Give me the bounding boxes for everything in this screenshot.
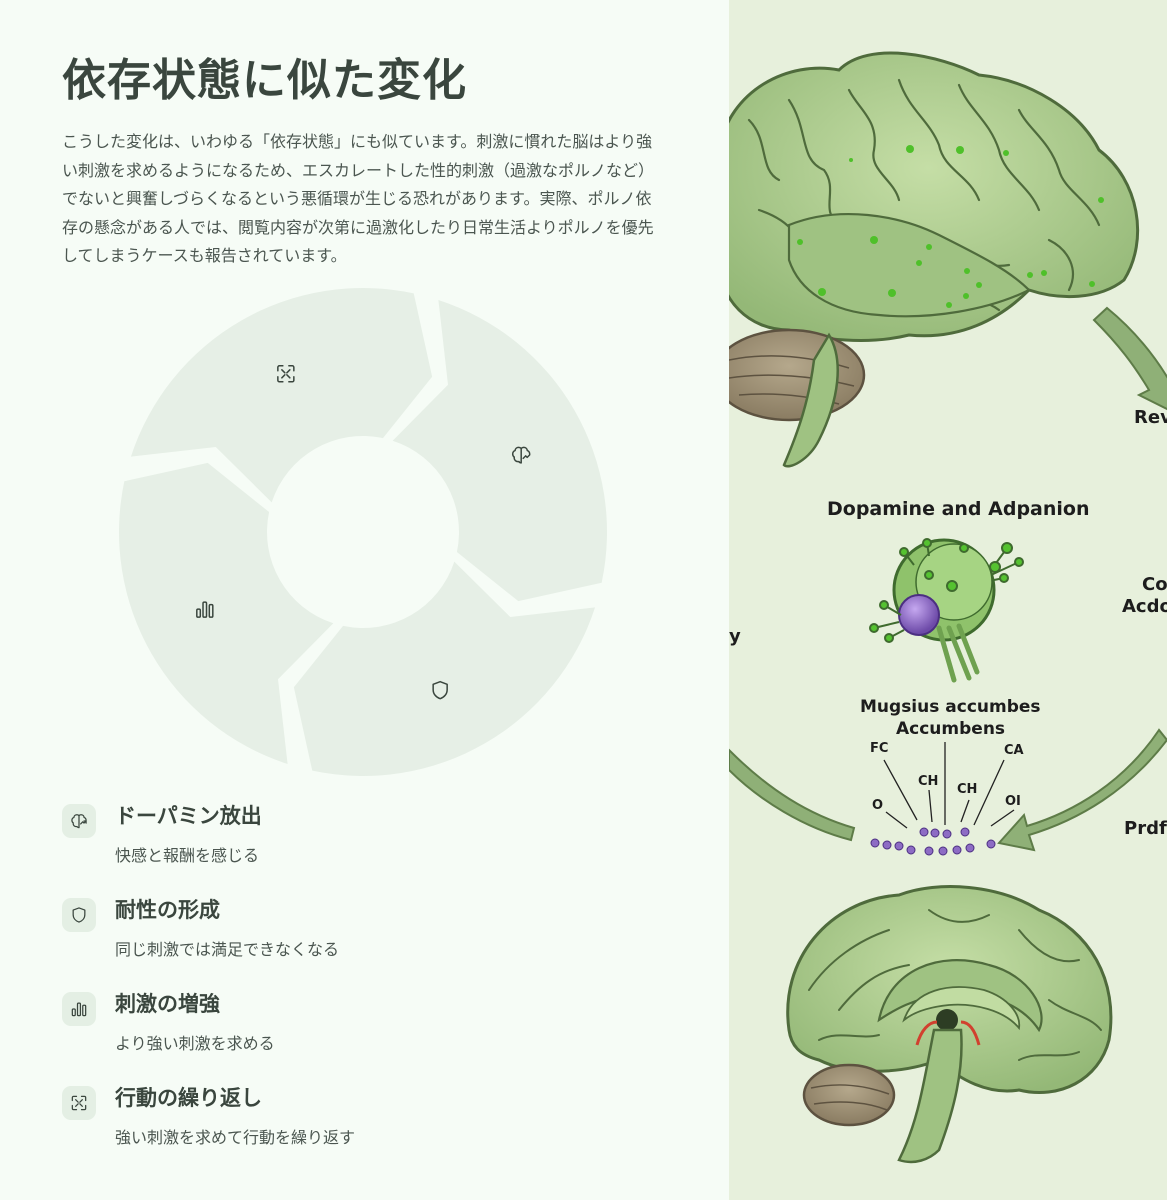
legend-subtitle: 強い刺激を求めて行動を繰り返す — [115, 1128, 356, 1147]
bar-chart-icon — [62, 992, 96, 1026]
dopamine-molecules — [870, 827, 996, 856]
repeat-arrows-icon — [277, 365, 295, 383]
label-prdf: Prdfc — [1124, 818, 1167, 839]
cycle-arrows — [729, 306, 1167, 852]
legend-title: 耐性の形成 — [115, 898, 220, 922]
label-accumbens: Accumbens — [896, 719, 1005, 739]
brain-icon — [511, 446, 531, 464]
legend-item-dopamine: ドーパミン放出 快感と報酬を感じる — [62, 798, 662, 892]
legend-title: 行動の繰り返し — [115, 1086, 262, 1110]
bottom-brain-illustration — [786, 885, 1113, 1164]
legend-title: ドーパミン放出 — [115, 804, 262, 828]
brain-icon — [62, 804, 96, 838]
legend-item-escalation: 刺激の増強 より強い刺激を求める — [62, 986, 662, 1080]
label-acdo: Acdo — [1122, 596, 1167, 617]
label-ch-1: CH — [918, 774, 938, 789]
legend-list: ドーパミン放出 快感と報酬を感じる 耐性の形成 同じ刺激では満足できなくなる 刺… — [62, 798, 662, 1174]
bar-chart-icon — [196, 601, 214, 618]
top-brain-illustration — [729, 51, 1140, 468]
cycle-diagram — [119, 288, 607, 776]
label-co: Co — [1142, 574, 1167, 595]
connector-lines — [883, 742, 1015, 829]
legend-title: 刺激の増強 — [115, 992, 220, 1016]
cycle-segment — [392, 299, 607, 602]
label-ch-2: CH — [957, 782, 977, 797]
repeat-arrows-icon — [62, 1086, 96, 1120]
label-y: y — [729, 626, 741, 647]
legend-item-repetition: 行動の繰り返し 強い刺激を求めて行動を繰り返す — [62, 1080, 662, 1174]
shield-icon — [432, 680, 448, 700]
description-paragraph: こうした変化は、いわゆる「依存状態」にも似ています。刺激に慣れた脳はより強い刺激… — [62, 132, 655, 265]
illustration-heading: Dopamine and Adpanion — [827, 498, 1090, 520]
content-panel: 依存状態に似た変化 こうした変化は、いわゆる「依存状態」にも似ています。刺激に慣… — [62, 55, 662, 1174]
cycle-segment — [293, 561, 596, 776]
label-oi: OI — [1005, 794, 1021, 809]
label-rev: Rev — [1134, 407, 1167, 428]
legend-subtitle: 同じ刺激では満足できなくなる — [115, 940, 340, 959]
label-ca: CA — [1004, 743, 1024, 758]
legend-subtitle: より強い刺激を求める — [115, 1034, 275, 1053]
legend-subtitle: 快感と報酬を感じる — [115, 846, 260, 865]
label-mugsius: Mugsius accumbes — [860, 697, 1041, 717]
label-fc: FC — [870, 741, 888, 756]
page-title: 依存状態に似た変化 — [62, 55, 467, 106]
cycle-segment — [130, 288, 433, 503]
dopamine-receptor-illustration — [869, 538, 1024, 683]
cycle-segment — [119, 462, 334, 765]
label-o: O — [872, 798, 883, 813]
legend-item-tolerance: 耐性の形成 同じ刺激では満足できなくなる — [62, 892, 662, 986]
shield-icon — [62, 898, 96, 932]
brain-illustration: Dopamine and Adpanion Rev Co Acdo y Prdf… — [729, 0, 1167, 1200]
